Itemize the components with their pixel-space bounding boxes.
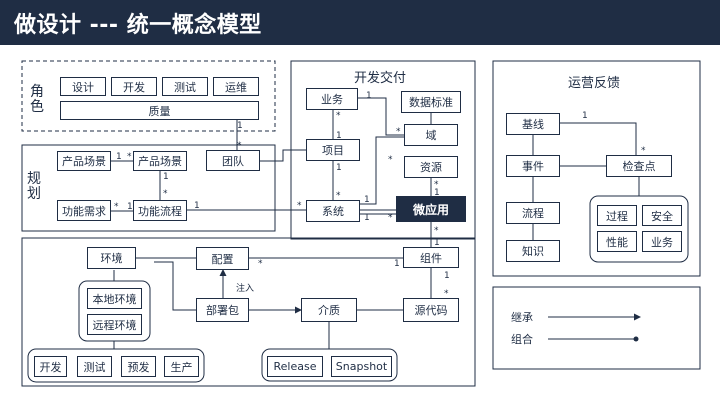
mult-label: 1 bbox=[444, 271, 450, 281]
mult-label: 1 bbox=[366, 91, 372, 101]
edge-system-domain bbox=[360, 136, 404, 205]
stage-test: 测试 bbox=[77, 356, 112, 377]
mult-label: * bbox=[127, 152, 132, 162]
node-knowledge: 知识 bbox=[506, 240, 560, 262]
node-config: 配置 bbox=[196, 247, 249, 270]
check-process: 过程 bbox=[597, 205, 637, 226]
node-deploy-pkg: 部署包 bbox=[196, 298, 249, 322]
mult-label: * bbox=[163, 189, 168, 199]
mult-label: * bbox=[297, 201, 302, 211]
mult-label: * bbox=[336, 191, 341, 201]
inject-label: 注入 bbox=[236, 284, 255, 294]
planning-frame bbox=[21, 144, 276, 232]
node-system: 系统 bbox=[306, 200, 360, 222]
node-process-flow: 流程 bbox=[506, 202, 560, 224]
node-team: 团队 bbox=[206, 150, 260, 171]
operations-frame bbox=[492, 60, 701, 277]
mult-label: 1 bbox=[364, 195, 370, 205]
mult-label: 1 bbox=[116, 152, 122, 162]
node-product-scene-2: 产品场景 bbox=[133, 151, 187, 171]
env-stages-frame bbox=[27, 348, 205, 383]
edge-business-domain bbox=[358, 97, 404, 136]
check-performance: 性能 bbox=[597, 231, 637, 252]
node-checkpoint: 检查点 bbox=[606, 155, 672, 177]
roles-label: 角色 bbox=[30, 84, 44, 115]
node-data-standard: 数据标准 bbox=[401, 91, 461, 113]
mult-label: * bbox=[114, 202, 119, 212]
node-func-req: 功能需求 bbox=[57, 200, 111, 221]
stage-dev: 开发 bbox=[34, 356, 67, 377]
medium-release: Release bbox=[267, 356, 323, 377]
node-business: 业务 bbox=[306, 88, 358, 110]
node-medium: 介质 bbox=[301, 298, 357, 322]
mult-label: * bbox=[336, 111, 341, 121]
runtime-frame bbox=[21, 237, 476, 387]
mult-label: 1 bbox=[582, 111, 588, 121]
mult-label: * bbox=[444, 289, 449, 299]
page-title: 做设计 --- 统一概念模型 bbox=[14, 13, 262, 38]
planning-label: 规划 bbox=[27, 171, 41, 202]
mult-label: 1 bbox=[434, 238, 440, 248]
mult-label: * bbox=[388, 213, 393, 223]
node-component: 组件 bbox=[403, 247, 459, 268]
node-microapp: 微应用 bbox=[396, 196, 466, 222]
legend-frame bbox=[492, 286, 701, 370]
operations-label: 运营反馈 bbox=[568, 76, 621, 91]
node-domain: 域 bbox=[404, 124, 458, 146]
mult-label: 1 bbox=[336, 163, 342, 173]
node-environment: 环境 bbox=[87, 247, 136, 269]
role-design: 设计 bbox=[60, 77, 106, 96]
check-business: 业务 bbox=[642, 231, 682, 252]
mult-label: 1 bbox=[364, 213, 370, 223]
role-ops: 运维 bbox=[213, 77, 259, 96]
mult-label: 1 bbox=[434, 188, 440, 198]
role-dev: 开发 bbox=[111, 77, 157, 96]
role-test: 测试 bbox=[162, 77, 208, 96]
edge-env-deploy bbox=[154, 261, 196, 311]
mult-label: * bbox=[434, 180, 439, 190]
edge-team-project bbox=[260, 149, 306, 162]
mult-label: * bbox=[258, 259, 263, 269]
mult-label: * bbox=[396, 127, 401, 137]
node-func-flow: 功能流程 bbox=[133, 200, 187, 221]
mult-label: * bbox=[237, 141, 242, 151]
node-remote-env: 远程环境 bbox=[87, 314, 142, 335]
node-product-scene-1: 产品场景 bbox=[57, 151, 111, 171]
mult-label: 1 bbox=[127, 202, 133, 212]
mult-label: 1 bbox=[163, 172, 169, 182]
node-resource: 资源 bbox=[404, 156, 458, 178]
header-bar: 做设计 --- 统一概念模型 bbox=[0, 0, 720, 45]
node-local-env: 本地环境 bbox=[87, 288, 142, 309]
legend-compose-label: 组合 bbox=[511, 333, 533, 346]
node-project: 项目 bbox=[306, 139, 360, 161]
roles-frame bbox=[21, 60, 276, 132]
mult-label: 1 bbox=[394, 259, 400, 269]
legend-inherit-label: 继承 bbox=[511, 311, 533, 324]
role-quality: 质量 bbox=[60, 101, 259, 120]
node-event: 事件 bbox=[506, 155, 560, 177]
node-source-code: 源代码 bbox=[403, 298, 459, 322]
check-security: 安全 bbox=[642, 205, 682, 226]
stage-pre: 预发 bbox=[121, 356, 156, 377]
mult-label: * bbox=[388, 155, 393, 165]
mult-label: 1 bbox=[194, 201, 200, 211]
mult-label: * bbox=[434, 226, 439, 236]
medium-snapshot: Snapshot bbox=[331, 356, 392, 377]
mult-label: 1 bbox=[237, 121, 243, 131]
mult-label: * bbox=[641, 146, 646, 156]
mult-label: 1 bbox=[336, 131, 342, 141]
stage-prod: 生产 bbox=[164, 356, 199, 377]
node-baseline: 基线 bbox=[506, 113, 560, 135]
edge-baseline-checkpoint bbox=[560, 122, 637, 155]
delivery-label: 开发交付 bbox=[354, 71, 407, 86]
header-underline bbox=[0, 42, 720, 45]
